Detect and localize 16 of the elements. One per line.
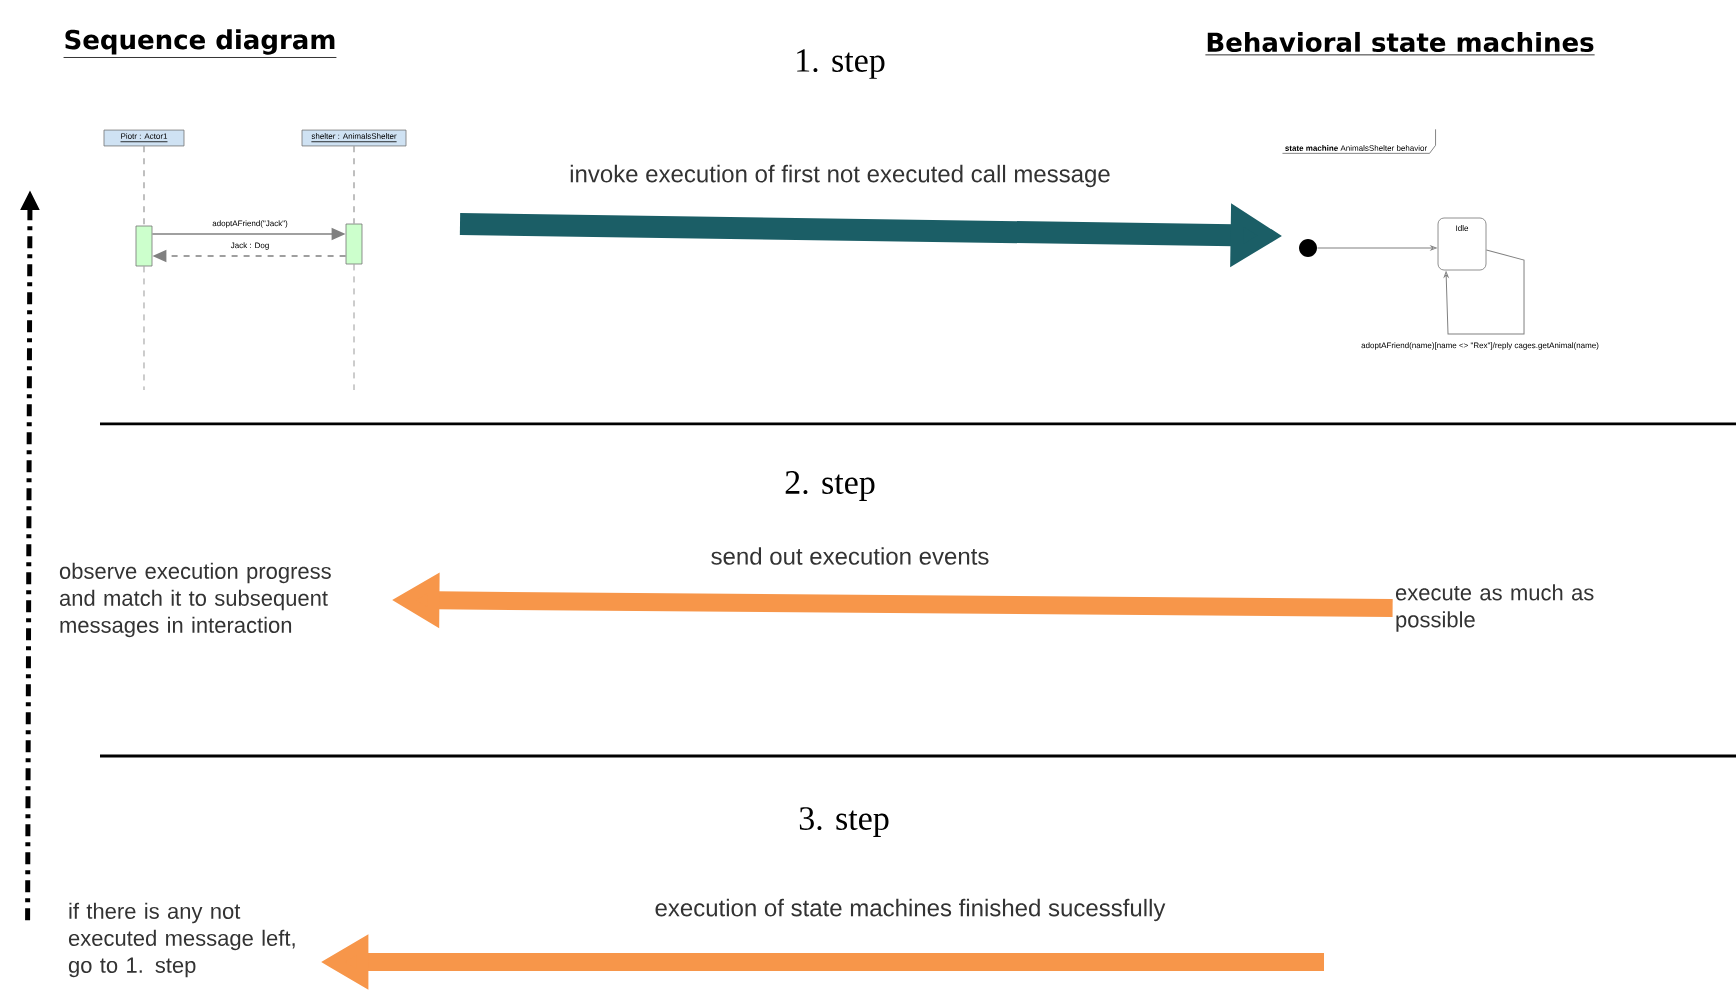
step-label: 1. step bbox=[797, 49, 885, 79]
initial-state bbox=[1299, 239, 1317, 257]
activation-bar bbox=[135, 225, 153, 267]
arrow bbox=[1443, 249, 1525, 335]
step-label: 3. step bbox=[799, 807, 889, 837]
activation-bar bbox=[345, 223, 363, 265]
annotation-text: observe execution progress and match it to subsequent messages in interaction bbox=[59, 562, 331, 638]
heading: Sequence diagram bbox=[63, 29, 337, 58]
edge-label: invoke execution of first not executed call message bbox=[570, 164, 1110, 188]
edge-label: send out execution events bbox=[711, 547, 989, 565]
edge-label: execution of state machines finished sucessfully bbox=[655, 898, 1166, 922]
annotation-text: if there is any not executed message left, go to 1. step bbox=[68, 902, 295, 978]
arrow bbox=[1316, 245, 1437, 251]
step-label: 2. step bbox=[785, 471, 875, 501]
heading: Behavioral state machines bbox=[1205, 31, 1595, 56]
annotation-text: execute as much as possible bbox=[1395, 584, 1594, 632]
